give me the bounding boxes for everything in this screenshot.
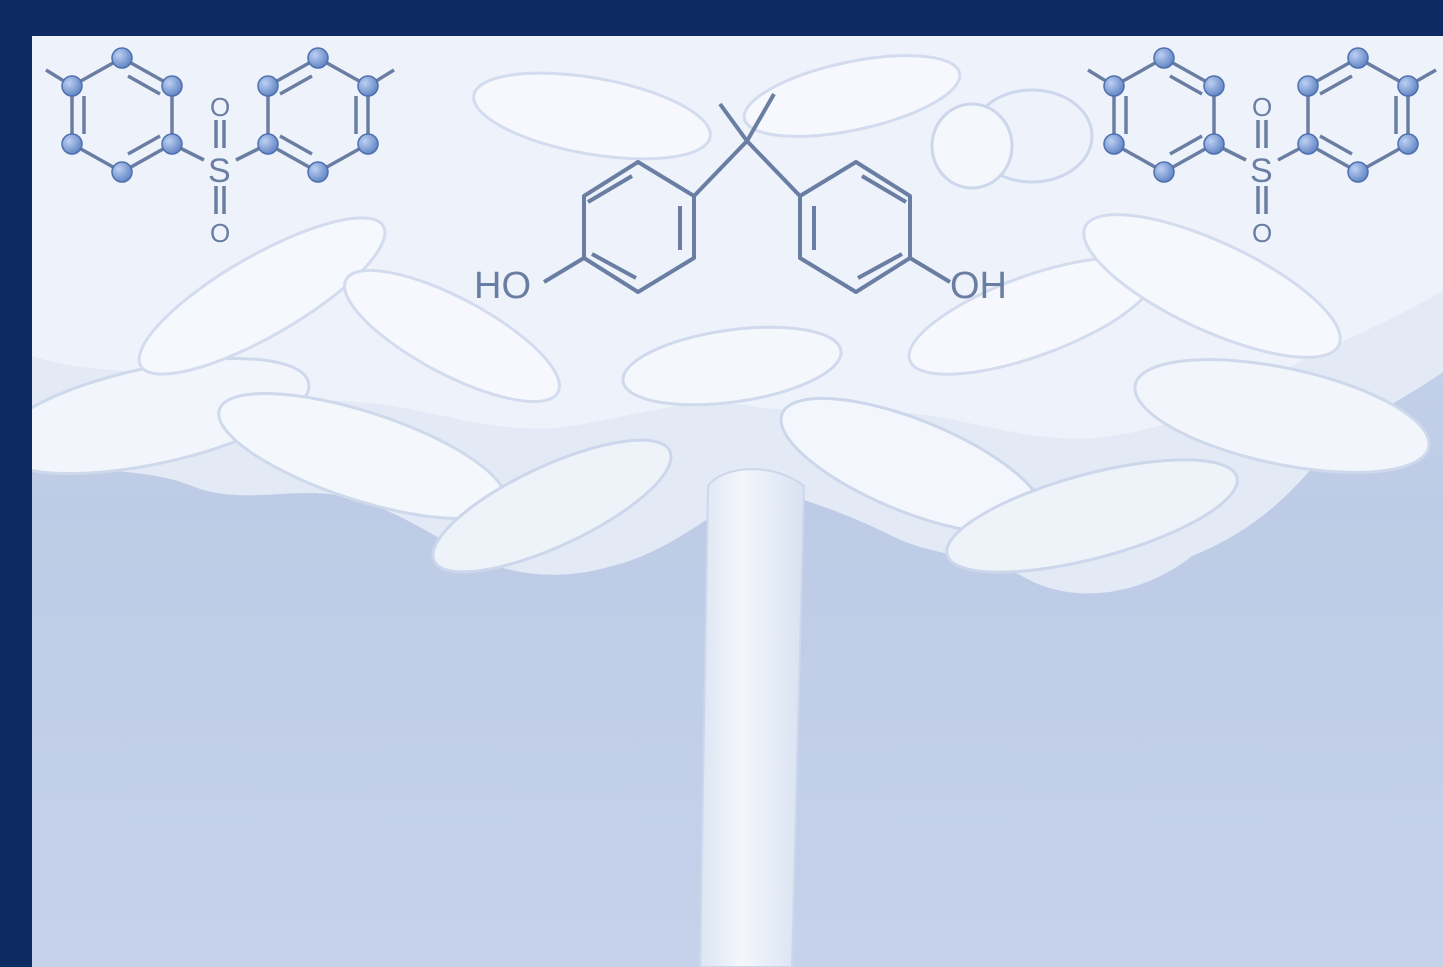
sulfone-right-oxygen-top: O — [1252, 92, 1272, 122]
sulfone-molecule-right: O S O — [1087, 47, 1437, 248]
illustration: HO OH — [32, 36, 1443, 967]
bpa-ho-label: HO — [474, 265, 531, 307]
sulfone-right-oxygen-bottom: O — [1252, 218, 1272, 248]
bpa-molecule — [542, 93, 952, 294]
sulfone-molecule-left: O S O — [45, 47, 395, 248]
sulfone-left-oxygen-top: O — [210, 92, 230, 122]
hanging-ribbon — [698, 468, 806, 967]
bpa-oh-label: OH — [950, 265, 1007, 307]
sulfone-left-oxygen-bottom: O — [210, 218, 230, 248]
sulfone-right-sulfur: S — [1250, 152, 1273, 190]
ribbon-cloud — [32, 36, 1443, 594]
ribbon-scene: HO OH — [32, 36, 1443, 967]
sulfone-left-sulfur: S — [208, 152, 231, 190]
